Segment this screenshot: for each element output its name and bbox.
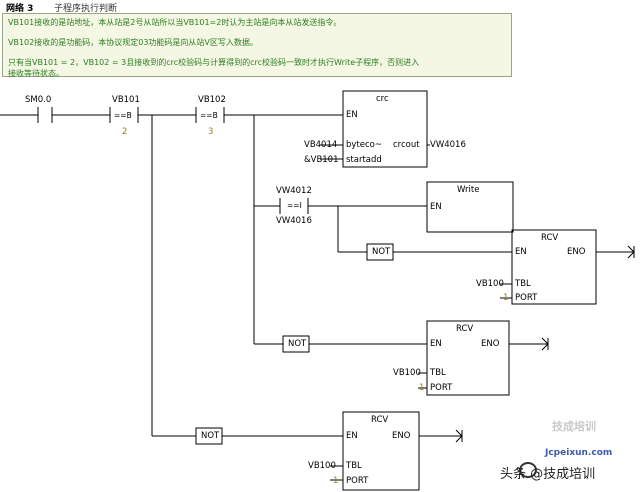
rcv2-port-value[interactable]: 1	[419, 383, 425, 393]
watermark-logo-icon	[519, 462, 537, 478]
watermark-faint-logo: 技成培训	[552, 420, 596, 433]
rcv2-tbl-value[interactable]: VB100	[393, 368, 421, 378]
write-en-pin: EN	[430, 202, 442, 212]
crc-in1-pin: byteco~	[346, 140, 382, 150]
contact-sm00	[37, 107, 53, 123]
crc-in2-value[interactable]: &VB101	[304, 155, 339, 165]
comment-line-2: VB102接收的是功能码，本协议规定03功能码是向从站V区写入数据。	[8, 38, 258, 47]
rcv1-tbl-pin: TBL	[515, 279, 531, 289]
rcv3-title: RCV	[371, 415, 389, 425]
rcv2-title: RCV	[456, 324, 474, 334]
rcv3-frame	[342, 411, 420, 491]
rcv3-eno-pin: ENO	[392, 431, 411, 441]
comment-line-1: VB101接收的是站地址，本从站是2号从站所以当VB101=2时认为主站是向本从…	[8, 18, 342, 27]
rcv2-port-pin: PORT	[430, 383, 453, 393]
write-block-frame	[426, 181, 514, 233]
network-title[interactable]: 子程序执行判断	[54, 4, 118, 14]
vw-compare-top[interactable]: VW4012	[276, 186, 312, 196]
vb101-operand[interactable]: VB101	[112, 95, 140, 105]
rcv2-tbl-pin: TBL	[430, 368, 446, 378]
not3-label[interactable]: NOT	[201, 431, 220, 441]
network-number: 网络 3	[6, 4, 34, 14]
crc-out-pin: crcout	[393, 140, 420, 150]
rcv1-port-value[interactable]: 1	[503, 293, 509, 303]
rcv1-en-pin: EN	[515, 247, 527, 257]
rcv1-title: RCV	[541, 233, 559, 243]
rcv1-eno-pin: ENO	[567, 247, 586, 257]
rcv3-tbl-pin: TBL	[346, 461, 362, 471]
crc-en-pin: EN	[346, 110, 358, 120]
crc-block-frame	[342, 90, 428, 168]
network-header: 网络 3 子程序执行判断	[0, 0, 640, 14]
network-comment[interactable]: VB101接收的是站地址，本从站是2号从站所以当VB101=2时认为主站是向本从…	[2, 13, 512, 78]
rcv1-frame	[511, 229, 597, 305]
rcv1-port-pin: PORT	[515, 293, 538, 303]
vb101-value[interactable]: 2	[122, 127, 128, 137]
crc-in1-value[interactable]: VB4014	[304, 140, 338, 150]
crc-in2-pin: startadd	[346, 155, 382, 165]
write-title: Write	[457, 185, 480, 195]
crc-title: crc	[376, 94, 389, 104]
rcv2-eno-pin: ENO	[481, 339, 500, 349]
vw-compare-op: ==I	[287, 201, 302, 210]
vb101-op: ==B	[114, 111, 132, 120]
sm00-label[interactable]: SM0.0	[25, 95, 52, 105]
watermark-site: Jcpeixun.com	[545, 448, 613, 458]
vb102-op: ==B	[200, 111, 218, 120]
rcv3-port-value[interactable]: 1	[333, 476, 339, 486]
comment-line-3: 只有当VB101 = 2，VB102 = 3且接收到的crc校验码与计算得到的c…	[8, 58, 420, 67]
rcv3-en-pin: EN	[346, 431, 358, 441]
comment-line-4: 接收等待状态。	[8, 69, 64, 78]
watermark-text: 头条 @技成培训	[500, 467, 596, 482]
rcv2-frame	[426, 320, 510, 396]
rcv3-tbl-value[interactable]: VB100	[308, 461, 336, 471]
not1-label[interactable]: NOT	[372, 247, 391, 257]
rcv3-port-pin: PORT	[346, 476, 369, 486]
crc-out-value[interactable]: VW4016	[430, 140, 466, 150]
vb102-value[interactable]: 3	[208, 127, 214, 137]
vw-compare-bottom[interactable]: VW4016	[276, 216, 312, 226]
vb102-operand[interactable]: VB102	[198, 95, 226, 105]
rcv2-en-pin: EN	[430, 339, 442, 349]
not2-label[interactable]: NOT	[288, 339, 307, 349]
rcv1-tbl-value[interactable]: VB100	[476, 279, 504, 289]
